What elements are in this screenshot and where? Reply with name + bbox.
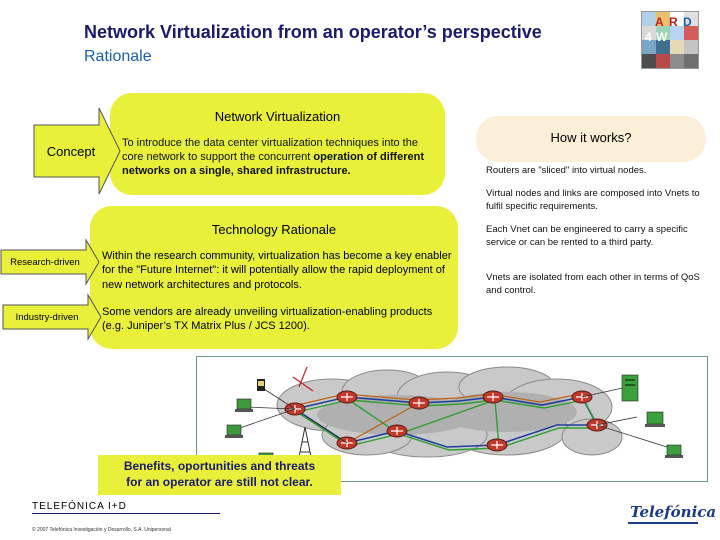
how-it-works-point: Virtual nodes and links are composed int… (486, 188, 700, 212)
research-driven-arrow-shape (0, 238, 100, 286)
benefits-line-2: for an operator are still not clear. (126, 475, 313, 490)
research-driven-label: Research-driven (10, 256, 80, 268)
logo-tile (656, 54, 670, 68)
technology-rationale-heading: Technology Rationale (211, 222, 337, 237)
ard4w-logo (641, 11, 699, 69)
network-virtualization-heading: Network Virtualization (214, 109, 341, 124)
logo-tile (642, 26, 656, 40)
concept-text-bold: operation of different networks on a sin… (122, 151, 424, 178)
how-it-works-point: Vnets are isolated from each other in te… (486, 272, 700, 296)
logo-tile (670, 54, 684, 68)
page-title: Network Virtualization from an operator’… (84, 22, 542, 42)
logo-tile (656, 26, 670, 40)
network-diagram-svg (225, 366, 683, 468)
logo-tile (642, 40, 656, 54)
logo-tile (670, 12, 684, 26)
how-it-works-point: Each Vnet can be engineered to carry a s… (486, 224, 688, 248)
computer-icon (225, 379, 275, 466)
technology-rationale-panel: Technology Rationale (90, 206, 458, 349)
logo-tile (684, 12, 698, 26)
concept-arrow-shape (33, 107, 121, 195)
benefits-line-1: Benefits, oportunities and threats (123, 459, 316, 473)
logo-tile (656, 12, 670, 26)
logo-tile (670, 26, 684, 40)
how-it-works-panel (476, 116, 706, 162)
concept-description: To introduce the data center virtualizat… (122, 136, 440, 178)
telefonica-logo: Telefónica (630, 503, 717, 521)
concept-label: Concept (46, 143, 96, 159)
how-it-works-point: Routers are "sliced" into virtual nodes. (486, 165, 647, 176)
telefonica-logo-underline (628, 522, 698, 524)
concept-text-plain: To introduce the data center virtualizat… (122, 137, 418, 164)
logo-tile (670, 40, 684, 54)
logo-tile (684, 54, 698, 68)
logo-tile (684, 40, 698, 54)
how-it-works-title: How it works? (550, 130, 632, 145)
access-lines (236, 386, 668, 448)
industry-driven-text: Some vendors are already unveiling virtu… (102, 306, 433, 333)
logo-tile (684, 26, 698, 40)
network-virtualization-panel: Network Virtualization (110, 93, 445, 195)
research-driven-text: Within the research community, virtualiz… (102, 250, 452, 291)
footer-copyright: © 2007 Telefónica Investigación y Desarr… (32, 527, 171, 533)
benefits-text: Benefits, oportunities and threats for a… (98, 458, 341, 490)
industry-driven-arrow-shape (2, 293, 102, 341)
logo-tile (656, 40, 670, 54)
footer-divider (32, 513, 220, 514)
server-icon (621, 374, 683, 458)
benefits-box (98, 455, 341, 495)
footer-company: TELEFÓNICA I+D (32, 501, 127, 512)
page-subtitle: Rationale (84, 48, 152, 65)
logo-tile (642, 54, 656, 68)
logo-tile (642, 12, 656, 26)
industry-driven-label: Industry-driven (15, 311, 79, 323)
antenna-tower-icon (292, 366, 314, 468)
